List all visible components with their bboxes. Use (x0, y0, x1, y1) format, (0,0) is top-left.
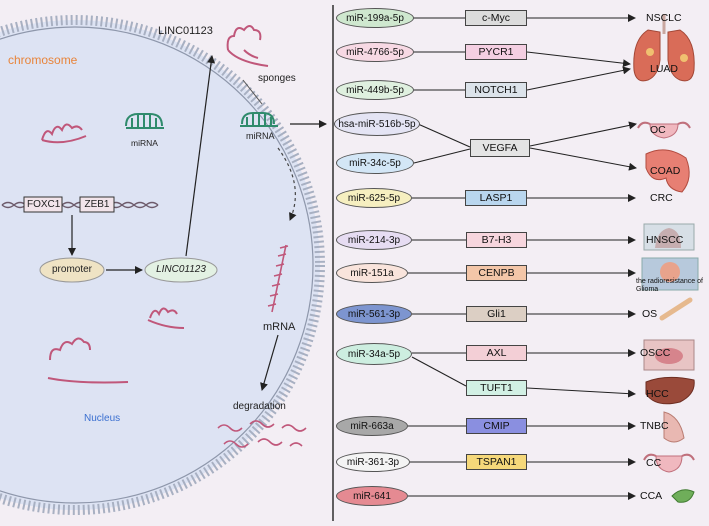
uterus-icon (637, 121, 691, 139)
mirna-pill: miR-214-3p (336, 230, 412, 250)
mrna-strand-icon (267, 244, 289, 313)
mirna-pill: miR-561-3p (336, 304, 412, 324)
mirna-pill: miR-34c-5p (336, 152, 414, 174)
sponges-label: sponges (258, 73, 296, 84)
mirna-pill: miR-449b-5p (336, 80, 414, 100)
oral-cavity-icon (643, 339, 695, 371)
target-box: B7-H3 (466, 232, 527, 248)
breast-icon (663, 411, 685, 443)
disease-label: CCA (640, 490, 663, 502)
linc-gene-label: LINC01123 (156, 264, 206, 275)
target-box: TUFT1 (466, 380, 527, 396)
zeb1-box (79, 196, 115, 213)
mirna-icon (125, 113, 164, 129)
target-box: PYCR1 (465, 44, 527, 60)
promoter-label: promoter (51, 264, 92, 275)
hairpin-rna-icon (41, 123, 87, 144)
arrow-degradation (260, 334, 279, 391)
disease-label: CRC (650, 192, 673, 204)
hairpin-rna-icon (47, 337, 129, 384)
colon-icon (645, 149, 690, 193)
disease-label: the radioresistance of Glioma (636, 278, 703, 293)
mirna-pill: hsa-miR-516b-5p (334, 112, 420, 136)
mirna-pill: miR-34a-5p (336, 343, 412, 365)
promoter-shape (39, 257, 105, 283)
linc-gene-shape (144, 257, 218, 283)
nucleus-inner-line (0, 26, 314, 504)
arrow-linc-transcript (185, 55, 216, 257)
mirna-small-label: miRNA (131, 138, 158, 148)
disease-label: LUAD (650, 63, 679, 75)
disease-label: OC (650, 124, 666, 136)
lung-icon (633, 14, 695, 82)
mirna-pill: miR-641 (336, 486, 408, 506)
mirna-pill: miR-625-5p (336, 188, 412, 208)
liver-icon (645, 376, 695, 405)
disease-label: CC (646, 457, 662, 469)
zeb1-label: ZEB1 (84, 199, 110, 210)
head-neck-icon (643, 223, 695, 251)
bone-icon (659, 297, 693, 321)
mirna-center-icon (240, 112, 278, 127)
disease-label: HCC (646, 388, 669, 400)
disease-label: COAD (650, 165, 681, 177)
linc01123-transcript-icon (226, 25, 269, 67)
brain-scan-icon (641, 257, 699, 291)
degradation-label: degradation (233, 401, 286, 412)
disease-label: OS (642, 308, 658, 320)
dashed-arrow-mrna (277, 147, 297, 221)
target-box: VEGFA (470, 139, 530, 157)
target-box: Gli1 (466, 306, 527, 322)
bile-duct-icon (671, 489, 695, 503)
foxc1-label: FOXC1 (27, 199, 61, 210)
target-box: LASP1 (465, 190, 527, 206)
nucleus-label: Nucleus (84, 413, 121, 424)
mirna-pill: miR-361-3p (336, 452, 410, 472)
disease-label: OSCC (640, 347, 671, 359)
mirna-pill: miR-151a (336, 263, 408, 283)
disease-label: HNSCC (646, 234, 684, 246)
mirna-pill: miR-199a-5p (336, 8, 414, 28)
target-box: CENPB (466, 265, 527, 281)
foxc1-box (23, 196, 63, 213)
mirna-center-label: miRNA (246, 131, 275, 141)
disease-label: TNBC (640, 420, 669, 432)
chromosome-label: chromosome (8, 53, 78, 67)
sponges-line (242, 79, 263, 105)
disease-label: NSCLC (646, 12, 682, 24)
mrna-label: mRNA (263, 321, 296, 333)
target-box: NOTCH1 (465, 82, 527, 98)
target-box: TSPAN1 (466, 454, 527, 470)
mirna-pill: miR-4766-5p (336, 42, 414, 62)
degraded-rna-fragments-icon (217, 420, 307, 448)
target-box: CMIP (466, 418, 527, 434)
cervix-icon (643, 453, 695, 473)
mirna-pill: miR-663a (336, 416, 408, 436)
target-box: AXL (466, 345, 527, 361)
hairpin-rna-icon (147, 307, 185, 329)
linc-title-label: LINC01123 (158, 25, 213, 37)
connector-lines (408, 14, 637, 500)
target-box: c-Myc (465, 10, 527, 26)
